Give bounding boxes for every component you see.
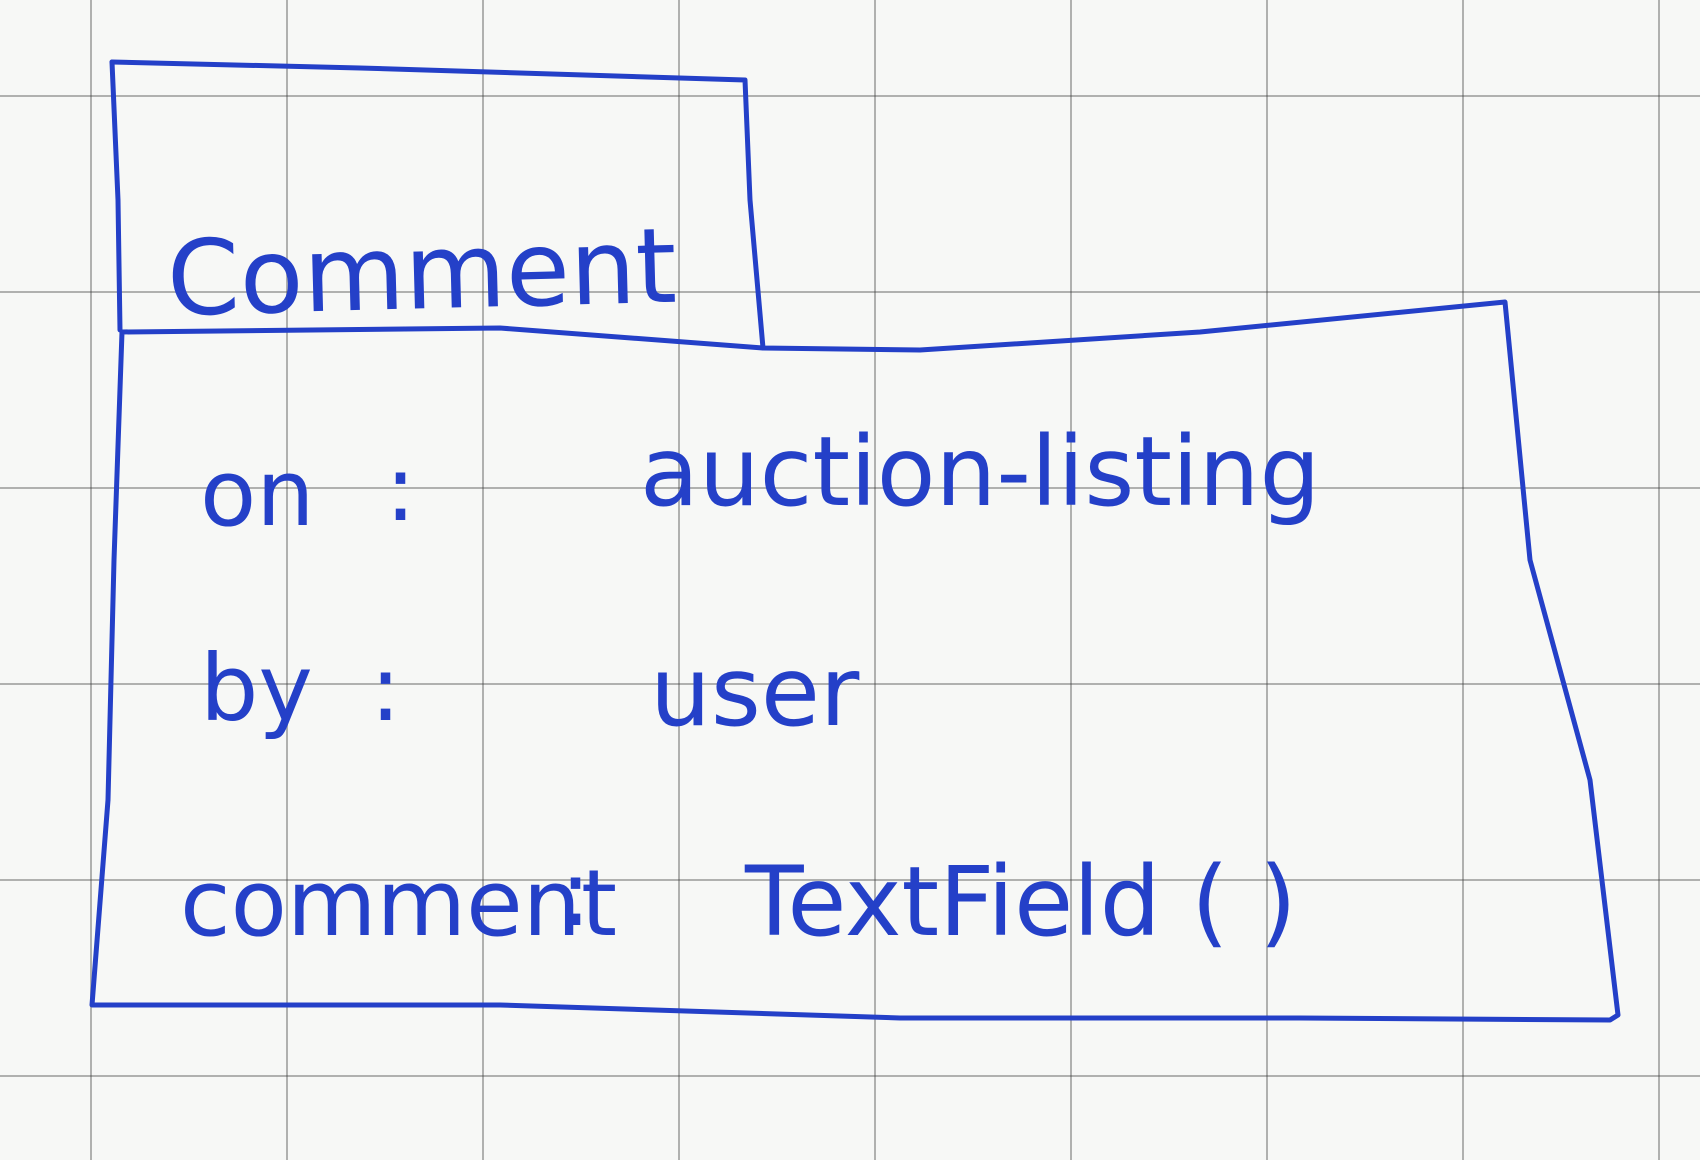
attribute-type-user: user — [650, 636, 860, 748]
attribute-separator-comment: : — [560, 840, 591, 947]
attribute-type-auction-listing: auction-listing — [640, 416, 1320, 528]
attribute-name-comment: comment — [180, 850, 617, 957]
class-name-tab-left-edge — [109, 59, 123, 333]
attribute-separator-by: : — [370, 635, 401, 742]
attribute-name-by: by — [200, 635, 313, 742]
class-name-tab — [109, 59, 766, 351]
attribute-type-textfield: TextField ( ) — [744, 846, 1297, 958]
attribute-separator-on: : — [385, 435, 416, 542]
class-body-outline — [89, 299, 1621, 1023]
attribute-name-on: on — [200, 440, 315, 547]
class-name: Comment — [165, 205, 678, 340]
